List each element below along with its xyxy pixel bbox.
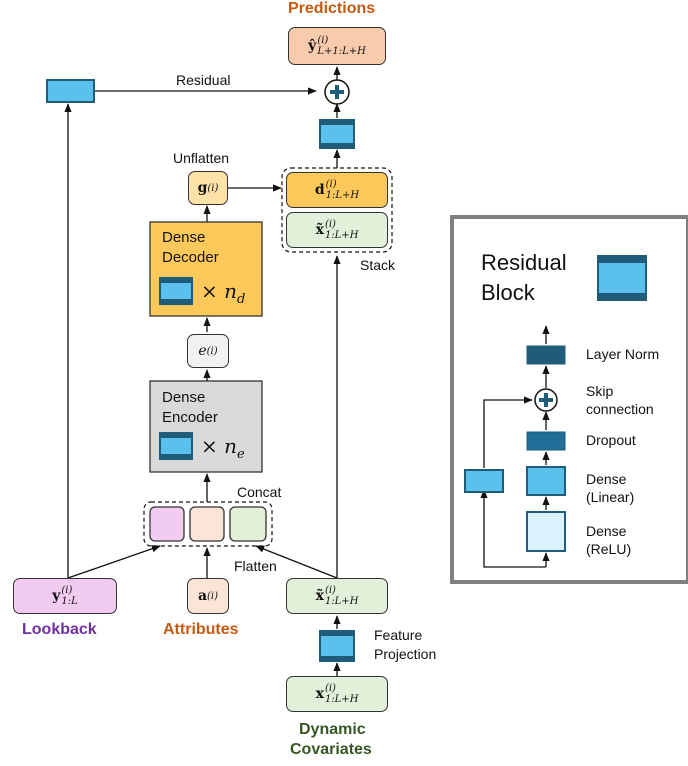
lookback-node: y(i)1:L <box>13 578 117 614</box>
encoder-label-line2: Encoder <box>162 409 218 426</box>
prediction-node: ŷ(i)L+1:L+H <box>288 27 386 65</box>
d-node: d(i)1:L+H <box>286 172 388 208</box>
decoder-label-line1: Dense <box>162 229 206 246</box>
concat-attributes-box <box>189 506 225 542</box>
decoder-repeat: × nd <box>201 279 246 307</box>
legend-dropout: Dropout <box>586 432 636 448</box>
stack-label: Stack <box>360 257 396 273</box>
unflatten-label: Unflatten <box>173 150 230 166</box>
e-node: e(i) <box>187 334 229 368</box>
residual-block-icon <box>46 79 95 103</box>
residual-block-icon <box>159 277 193 305</box>
legend-title-line2: Block <box>481 280 535 305</box>
skip-connection-sum-icon <box>534 388 558 412</box>
flatten-label: Flatten <box>234 558 277 574</box>
feature-projection-label-line1: Feature <box>374 627 423 643</box>
concat-lookback-box <box>149 506 185 542</box>
residual-block-icon <box>319 119 355 149</box>
x-tilde-stack-node: x̃(i)1:L+H <box>286 212 388 248</box>
legend-dense-linear-line1: Dense <box>586 471 627 487</box>
attributes-label: Attributes <box>163 621 239 638</box>
dropout-block <box>526 431 566 451</box>
legend-title-line1: Residual <box>481 250 567 275</box>
covariates-node: x(i)1:L+H <box>286 676 388 712</box>
dynamic-covariates-label-line1: Dynamic <box>299 721 366 738</box>
encoder-repeat: × ne <box>201 434 245 462</box>
concat-group <box>143 501 273 547</box>
layer-norm-block <box>526 345 566 365</box>
legend-skip-line2: connection <box>586 401 654 417</box>
x-tilde-projected-node: x̃(i)1:L+H <box>286 578 388 614</box>
lookback-label: Lookback <box>22 621 97 638</box>
lookback-to-concat-arrow <box>67 545 161 579</box>
legend-layer-norm: Layer Norm <box>586 346 660 362</box>
g-node: g(i) <box>188 171 228 205</box>
residual-block-icon <box>597 255 647 301</box>
legend-dense-relu-line2: (ReLU) <box>586 541 632 557</box>
legend-dense-linear-line2: (Linear) <box>586 489 635 505</box>
legend-dense-relu-line1: Dense <box>586 523 627 539</box>
concat-covariates-box <box>229 506 267 542</box>
predictions-label: Predictions <box>288 0 376 17</box>
sum-icon <box>324 79 350 105</box>
dynamic-covariates-label-line2: Covariates <box>290 741 372 758</box>
legend-skip-line1: Skip <box>586 383 614 399</box>
concat-label: Concat <box>237 484 282 500</box>
residual-label: Residual <box>176 72 231 88</box>
residual-block-icon <box>159 432 193 460</box>
skip-projection-block <box>464 469 504 493</box>
feature-projection-label-line2: Projection <box>374 646 437 662</box>
decoder-label-line2: Decoder <box>162 249 219 266</box>
attributes-node: a(i) <box>187 578 229 614</box>
dense-linear-block <box>526 466 566 496</box>
covariates-to-concat-arrow <box>255 545 338 579</box>
residual-block-icon <box>319 630 355 662</box>
encoder-label-line1: Dense <box>162 389 206 406</box>
dense-relu-block <box>526 511 566 552</box>
stack-group <box>281 167 393 253</box>
